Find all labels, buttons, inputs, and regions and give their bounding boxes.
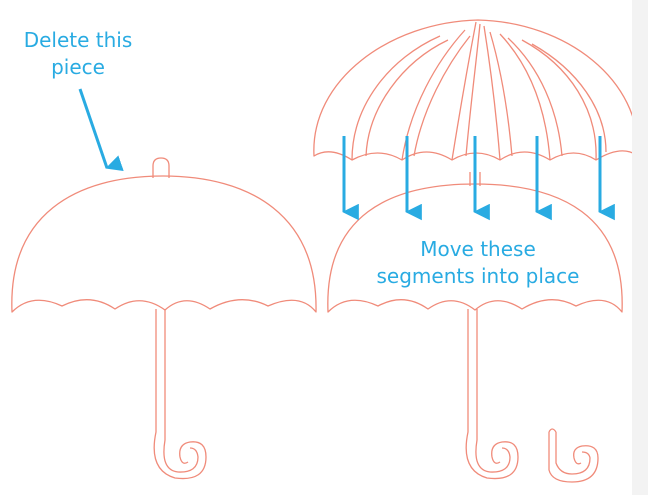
canopy-segment-3 [451,21,477,161]
right-umbrella-canopy [327,183,623,313]
move-label-line-1: Move these [420,237,536,261]
right-umbrella-handle [465,309,519,480]
move-label-line-2: segments into place [376,264,580,288]
canopy-segment-3b [465,23,481,157]
annotation-arrows [78,88,615,221]
right-umbrella [327,172,623,483]
left-umbrella-canopy [11,175,317,313]
canopy-segment-4b [489,31,513,157]
canopy-segment-6b [531,43,607,153]
canopy-segment-5b [507,37,563,157]
right-umbrella-tip [469,172,481,186]
delete-arrow [78,88,124,172]
move-segments-label: Move these segments into place [362,236,594,290]
spare-handle-piece [548,428,599,483]
canopy-segment-6 [521,39,597,161]
delete-label-line-1: Delete this [23,28,133,52]
canopy-segment-1 [351,35,441,161]
delete-label-line-2: piece [51,55,105,79]
canopy-segment-1b [365,39,449,157]
left-umbrella-tip [152,157,170,178]
left-umbrella [11,157,317,480]
canopy-segment-5 [499,33,551,161]
side-strip [632,0,648,495]
canopy-segment-outer [313,19,639,161]
canopy-segments [313,19,639,161]
canopy-segment-2b [413,35,471,157]
delete-piece-label: Delete this piece [8,27,148,81]
left-umbrella-handle [153,309,207,480]
canopy-segment-4 [483,25,501,161]
